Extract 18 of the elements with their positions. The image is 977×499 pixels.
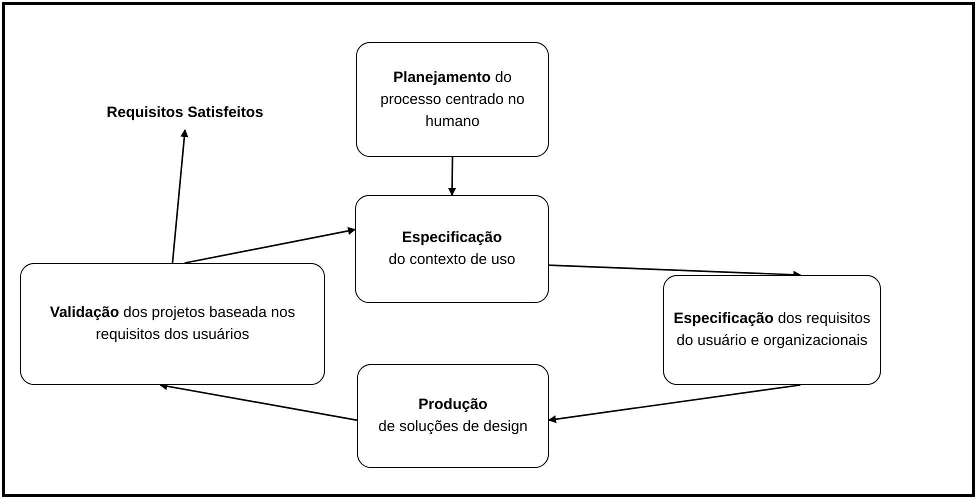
box-text: do contexto de uso: [388, 250, 516, 270]
arrow: [548, 384, 800, 424]
outcome-label: Requisitos Satisfeitos: [60, 100, 310, 126]
arrow: [159, 382, 358, 421]
box-text: de soluções de design: [378, 417, 528, 437]
process-box: [663, 275, 881, 385]
box-text: Planejamento do processo centrado no humano: [379, 68, 526, 132]
process-box: [355, 195, 549, 303]
box-text: Validação dos projetos baseada nos requisitos dos usuários: [48, 303, 296, 345]
box-heading: Especificação: [402, 228, 502, 248]
arrow: [184, 226, 356, 264]
box-text: Especificação dos requisitos do usuário e organizacionais: [672, 309, 872, 351]
process-box: [356, 42, 549, 157]
arrow: [172, 129, 188, 264]
process-box: [357, 364, 549, 468]
box-heading: Produção: [418, 395, 488, 415]
process-box: [20, 263, 325, 385]
arrow: [448, 156, 456, 196]
